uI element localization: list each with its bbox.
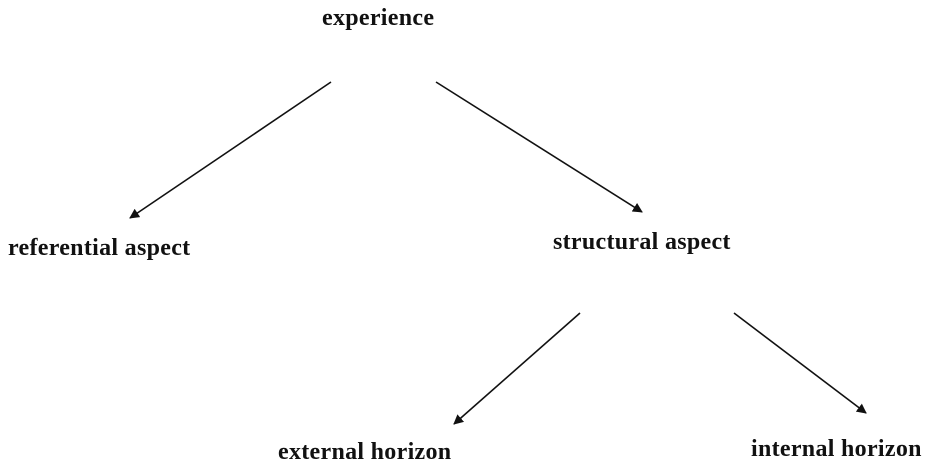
- edge-structural-to-internal-horizon: [733, 312, 867, 414]
- edge-experience-to-structural-aspect: [435, 81, 643, 213]
- node-referential-aspect: referential aspect: [8, 235, 191, 261]
- edge-structural-to-external-horizon: [453, 312, 581, 425]
- node-external-horizon: external horizon: [278, 439, 452, 465]
- edge-experience-to-referential-aspect: [129, 81, 332, 219]
- node-internal-horizon: internal horizon: [751, 436, 922, 462]
- node-structural-aspect: structural aspect: [553, 229, 731, 255]
- node-experience: experience: [322, 5, 435, 31]
